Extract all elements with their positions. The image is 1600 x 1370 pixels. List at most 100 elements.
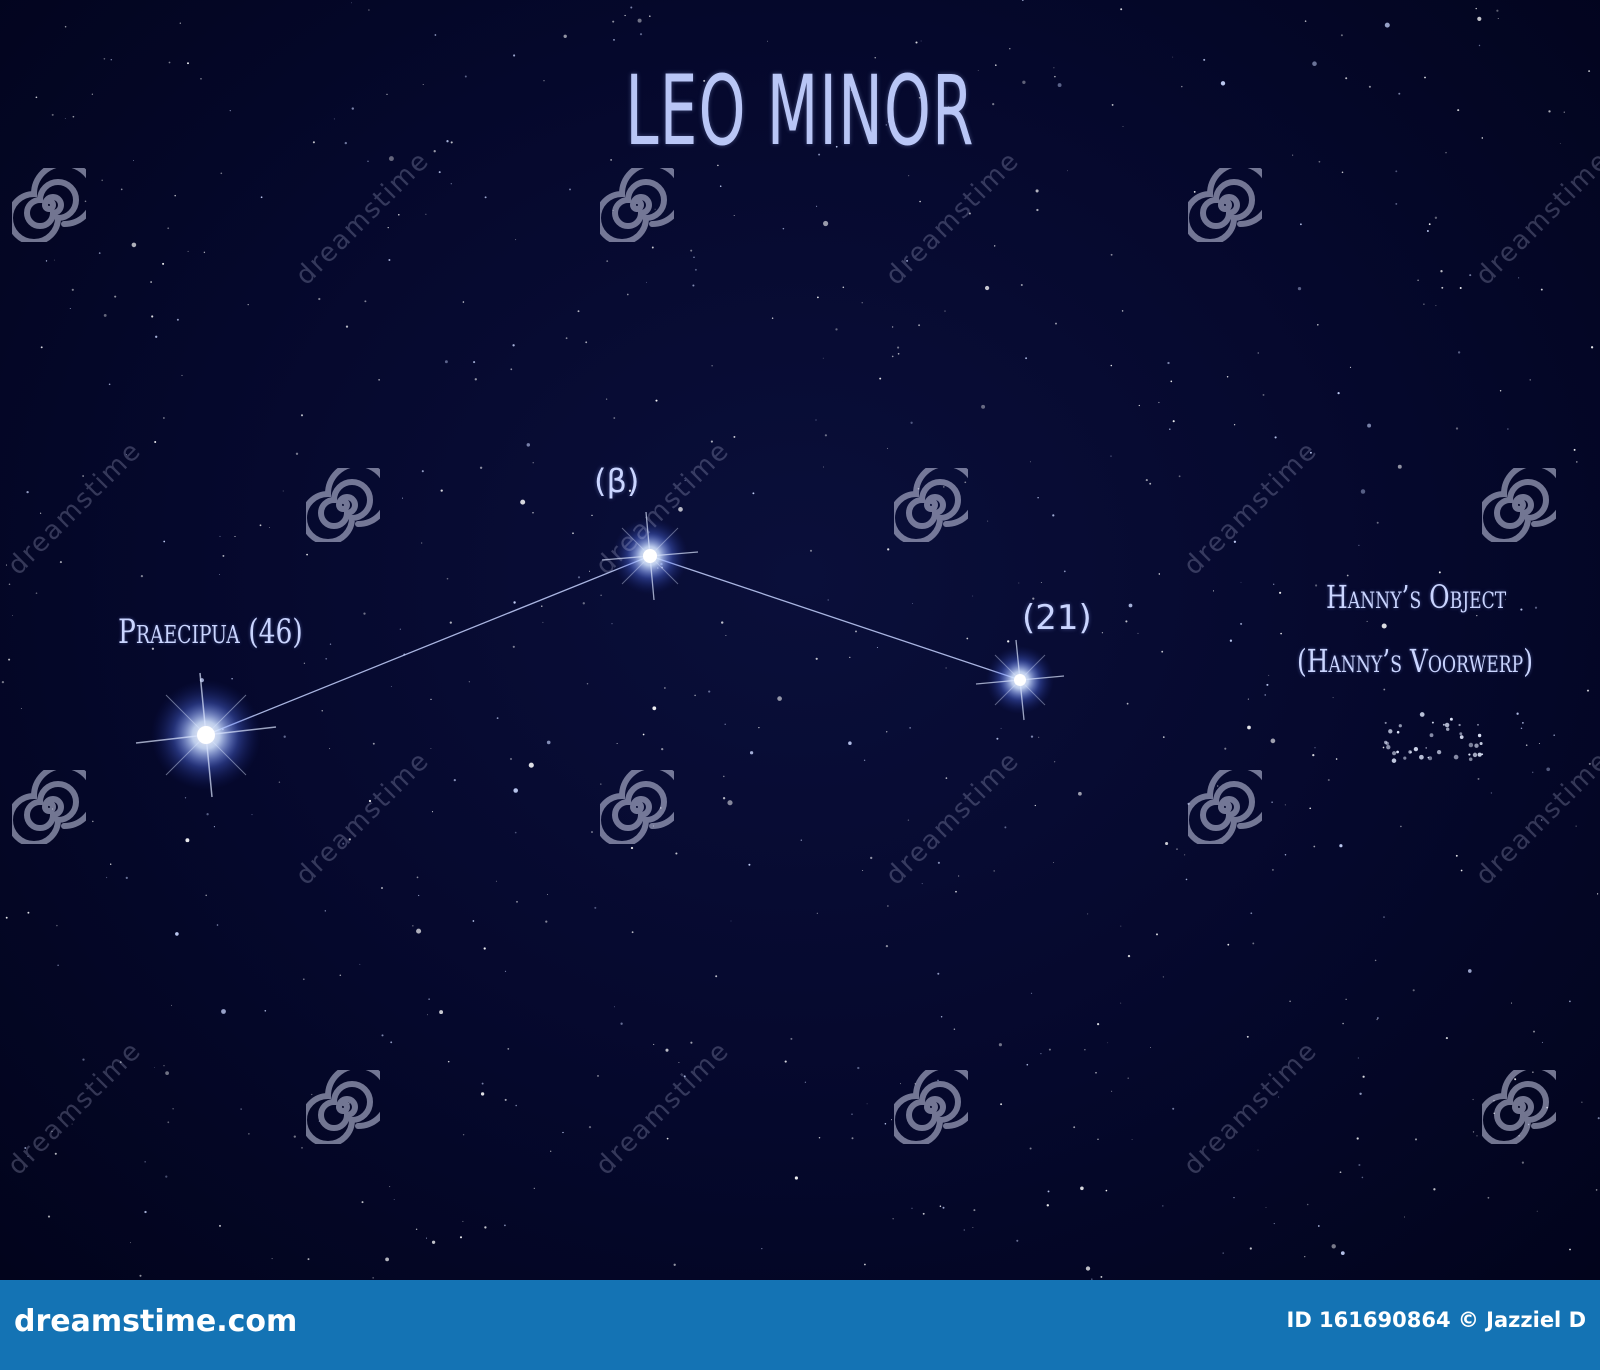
background-star (1165, 841, 1169, 846)
spiral-icon (306, 1070, 380, 1144)
background-star (1125, 620, 1128, 623)
background-star (543, 80, 545, 82)
background-star (421, 470, 424, 473)
background-star (1522, 722, 1524, 724)
background-star (1229, 639, 1233, 642)
background-star (24, 1147, 27, 1149)
background-star (444, 360, 448, 364)
background-star (176, 318, 179, 321)
background-star (1026, 1063, 1029, 1066)
background-star (1541, 1041, 1543, 1043)
background-star (1569, 1000, 1571, 1003)
background-star (1250, 912, 1253, 915)
star-beta (601, 511, 699, 601)
background-star (637, 18, 642, 23)
background-star (163, 540, 166, 543)
background-star (824, 434, 828, 437)
spiral-icon (894, 1070, 968, 1144)
background-star (703, 79, 706, 82)
background-star (1035, 189, 1039, 193)
background-star (1398, 92, 1401, 95)
background-star (27, 911, 30, 914)
background-star (673, 1263, 676, 1266)
background-star (921, 883, 923, 885)
background-star (1289, 1000, 1291, 1003)
background-star (818, 1136, 821, 1139)
background-star (474, 378, 477, 381)
background-star (106, 876, 108, 879)
background-star (1478, 44, 1481, 47)
background-star (1162, 1205, 1164, 1207)
background-star (72, 115, 75, 118)
background-star (480, 1092, 485, 1096)
background-star (1224, 747, 1227, 750)
background-star (450, 183, 452, 185)
background-star (761, 1247, 763, 1250)
background-star (398, 214, 400, 216)
background-star (200, 78, 202, 80)
background-star (748, 863, 751, 866)
background-star (1361, 1176, 1364, 1179)
background-star (1424, 76, 1426, 79)
background-star (897, 346, 900, 349)
background-star (171, 1004, 172, 1006)
background-star (1376, 1018, 1378, 1021)
spiral-icon (12, 168, 86, 242)
background-star (586, 683, 589, 685)
constellation-line-praecipua-beta (205, 555, 651, 736)
background-star (1514, 1078, 1517, 1081)
background-star (1018, 582, 1020, 584)
background-star (922, 1212, 925, 1215)
background-star (849, 656, 851, 659)
background-star (563, 34, 567, 38)
cluster-star (1474, 743, 1479, 748)
background-star (1034, 804, 1036, 807)
background-star (447, 1060, 450, 1063)
background-star (1040, 581, 1042, 584)
footer-brand[interactable]: dreamstime.com (14, 1304, 298, 1339)
background-star (295, 452, 299, 455)
cluster-star (1459, 732, 1463, 736)
background-star (715, 138, 717, 141)
background-star (1597, 893, 1599, 895)
background-star (1469, 274, 1472, 277)
background-star (1161, 650, 1164, 653)
background-star (585, 341, 588, 344)
background-star (1306, 1203, 1309, 1206)
background-star (906, 259, 909, 262)
spiral-icon (306, 468, 380, 542)
background-star (661, 747, 664, 751)
background-star (219, 535, 221, 537)
background-star (64, 25, 67, 28)
background-star (1507, 428, 1509, 430)
background-star (1586, 689, 1590, 692)
background-star (992, 102, 995, 106)
background-star (1271, 868, 1274, 871)
background-star (1457, 351, 1461, 354)
background-star (1030, 992, 1033, 994)
background-star (908, 175, 910, 177)
cluster-star (1468, 753, 1471, 756)
background-star (1078, 791, 1082, 796)
background-star (248, 1133, 250, 1135)
background-star (1063, 570, 1066, 573)
background-star (426, 1237, 427, 1239)
background-star (977, 70, 979, 71)
background-star (918, 324, 921, 327)
footer-credit: ID 161690864 © Jazziel D (1286, 1308, 1587, 1332)
background-star (1426, 230, 1429, 232)
background-star (1233, 424, 1236, 426)
background-star (418, 894, 420, 897)
background-star (994, 245, 996, 247)
background-star (144, 1210, 147, 1214)
background-star (724, 723, 726, 726)
background-star (1022, 80, 1026, 84)
background-star (1428, 223, 1431, 226)
background-star (870, 856, 873, 860)
cluster-star (1425, 747, 1427, 749)
background-star (1120, 1002, 1122, 1004)
background-star (1032, 597, 1035, 600)
background-star (126, 454, 127, 455)
background-star (1222, 1252, 1224, 1254)
background-star (730, 920, 732, 922)
